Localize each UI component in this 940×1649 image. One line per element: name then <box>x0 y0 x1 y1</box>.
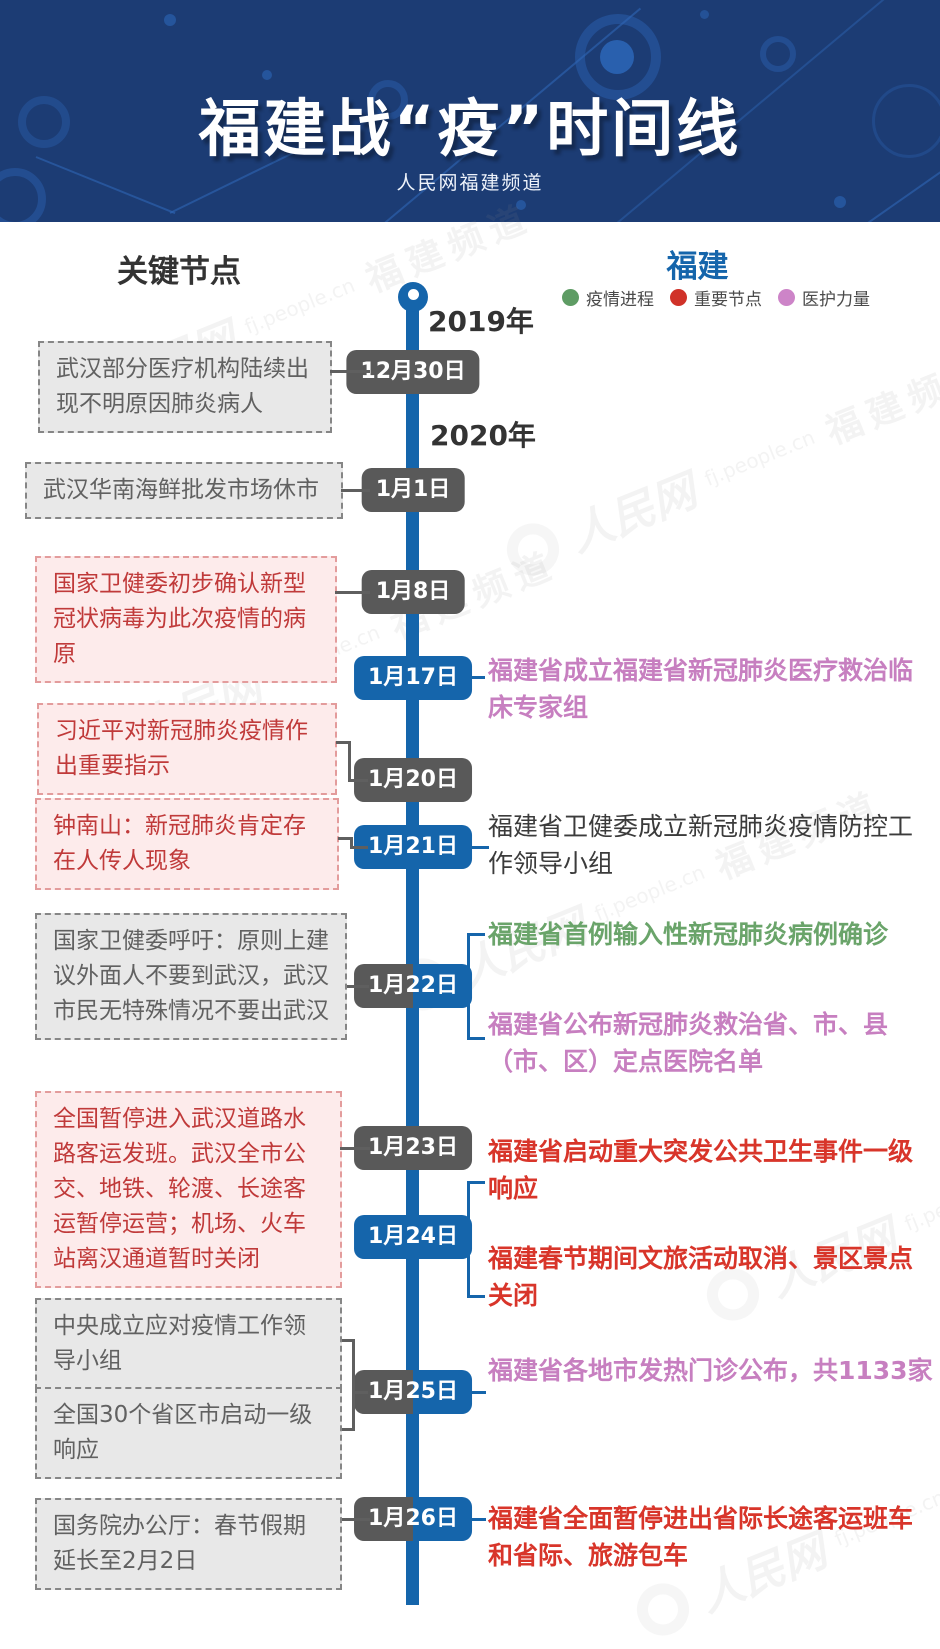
connector <box>350 846 368 849</box>
connector <box>340 1147 370 1150</box>
connector <box>459 1236 470 1239</box>
left-note: 武汉华南海鲜批发市场休市 <box>25 462 343 519</box>
connector <box>467 933 470 1040</box>
date-badge: 1月26日 <box>354 1497 472 1541</box>
connector <box>467 1181 485 1184</box>
timeline-line <box>406 290 419 1605</box>
connector <box>347 985 369 988</box>
pink-dot-icon <box>778 289 795 306</box>
left-note: 中央成立应对疫情工作领导小组 <box>35 1298 342 1390</box>
date-badge: 1月22日 <box>354 964 472 1008</box>
decor-ring <box>0 168 46 222</box>
left-note: 全国暂停进入武汉道路水路客运发班。武汉全市公交、地铁、轮渡、长途客运暂停运营；机… <box>35 1091 342 1288</box>
connector <box>336 741 351 744</box>
left-note: 国家卫健委呼吁：原则上建议外面人不要到武汉，武汉市民无特殊情况不要出武汉 <box>35 913 347 1040</box>
connector <box>335 591 370 594</box>
decor-dot <box>262 70 272 80</box>
connector <box>342 1518 370 1521</box>
connector <box>467 1181 470 1298</box>
watermark: 人民网 fj.people.cn 福建频道 <box>497 335 940 589</box>
connector <box>459 1518 486 1521</box>
connector <box>459 676 485 679</box>
decor-ring <box>18 96 70 148</box>
connector <box>352 1391 368 1394</box>
left-note: 习近平对新冠肺炎疫情作出重要指示 <box>37 703 337 795</box>
legend: 疫情进程 重要节点 医护力量 <box>562 285 870 310</box>
date-badge: 1月8日 <box>361 570 465 614</box>
red-dot-icon <box>670 289 687 306</box>
fujian-note: 福建省各地市发热门诊公布，共1133家 <box>488 1356 933 1385</box>
connector <box>341 489 370 492</box>
year-label-2019: 2019年 <box>428 305 534 338</box>
fujian-note: 福建省首例输入性新冠肺炎病例确诊 <box>488 920 889 949</box>
connector <box>467 1295 485 1298</box>
left-note: 全国30个省区市启动一级响应 <box>35 1387 342 1479</box>
page-subtitle: 人民网福建频道 <box>396 172 544 194</box>
decor-ring <box>760 36 796 72</box>
timeline-start-icon <box>398 282 428 312</box>
connector <box>467 1037 485 1040</box>
date-badge: 1月1日 <box>361 468 465 512</box>
connector <box>342 1428 355 1431</box>
legend-item-keynode: 重要节点 <box>670 285 762 310</box>
connector <box>352 1339 355 1431</box>
date-badge: 1月25日 <box>354 1370 472 1414</box>
fujian-note: 福建省卫健委成立新冠肺炎疫情防控工作领导小组 <box>488 812 914 878</box>
connector <box>338 837 352 840</box>
decor-ring <box>872 84 940 158</box>
date-badge: 1月23日 <box>354 1126 472 1170</box>
decor-ring <box>368 80 408 120</box>
fujian-note: 福建省成立福建省新冠肺炎医疗救治临床专家组 <box>488 656 914 722</box>
date-badge: 1月20日 <box>354 758 472 802</box>
connector <box>330 370 370 373</box>
people-logo-icon <box>629 1575 697 1644</box>
page-title: 福建战“疫”时间线 <box>198 92 742 165</box>
left-note: 国务院办公厅：春节假期延长至2月2日 <box>35 1498 342 1590</box>
fujian-note: 福建春节期间文旅活动取消、景区景点关闭 <box>488 1244 914 1310</box>
connector <box>350 837 353 849</box>
decor-dot <box>164 14 176 26</box>
header-banner: 福建战“疫”时间线 人民网福建频道 <box>0 0 940 222</box>
left-note: 武汉部分医疗机构陆续出现不明原因肺炎病人 <box>38 341 332 433</box>
green-dot-icon <box>562 289 579 306</box>
legend-item-epidemic: 疫情进程 <box>562 285 654 310</box>
date-badge: 1月17日 <box>354 656 472 700</box>
connector <box>342 1339 355 1342</box>
left-note: 国家卫健委初步确认新型冠状病毒为此次疫情的病原 <box>35 556 337 683</box>
fujian-note: 福建省公布新冠肺炎救治省、市、县（市、区）定点医院名单 <box>488 1010 889 1076</box>
right-column-title: 福建 <box>666 249 729 285</box>
left-note: 钟南山：新冠肺炎肯定存在人传人现象 <box>35 798 339 890</box>
legend-item-medical: 医护力量 <box>778 285 870 310</box>
connector <box>459 1391 486 1394</box>
timeline-start-dot <box>408 289 419 300</box>
fujian-note: 福建省全面暂停进出省际长途客运班车和省际、旅游包车 <box>488 1504 914 1570</box>
connector <box>459 846 489 849</box>
fujian-note: 福建省启动重大突发公共卫生事件一级响应 <box>488 1137 914 1203</box>
connector <box>467 933 485 936</box>
date-badge: 1月21日 <box>354 825 472 869</box>
connector <box>348 741 351 782</box>
date-badge: 1月24日 <box>354 1215 472 1259</box>
decor-dot <box>834 196 846 208</box>
decor-dot <box>700 10 709 19</box>
decor-dot <box>516 200 526 210</box>
year-label-2020: 2020年 <box>430 419 536 452</box>
decor-dot <box>600 40 634 74</box>
left-column-title: 关键节点 <box>117 254 241 290</box>
connector <box>348 779 368 782</box>
connector <box>459 985 470 988</box>
